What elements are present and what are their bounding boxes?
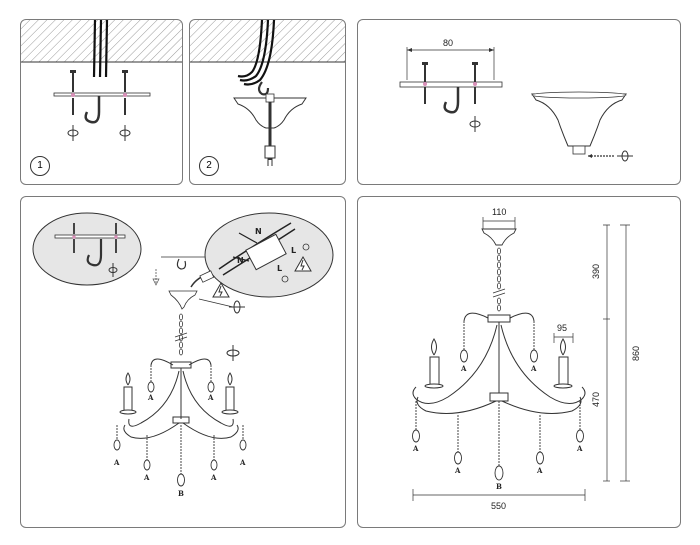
assembly-drawing: [32, 212, 334, 487]
canopy: [168, 290, 198, 310]
pendant-label-a: A: [537, 466, 543, 475]
step-1-panel: 1: [20, 19, 183, 185]
rotate-icon: [469, 116, 481, 132]
wire-label-live: L: [277, 264, 283, 273]
warning-electric-icon: [212, 281, 230, 298]
terminal-block: [199, 270, 215, 283]
step-3-panel: 80: [357, 19, 681, 185]
chain: [178, 313, 183, 356]
zoom-bubble-hook: [32, 212, 142, 286]
wire-label-live: L: [291, 246, 297, 255]
pendant-label-a: A: [577, 444, 583, 453]
pendant-label-a: A: [148, 393, 154, 402]
screw-icon: [70, 70, 76, 115]
hook-icon: [176, 258, 187, 270]
pendant-label-b: B: [496, 482, 502, 491]
rotate-icon: [617, 150, 633, 162]
earth-icon: [281, 243, 310, 283]
rotate-icon: [226, 345, 240, 361]
ceiling-hook-drawing: [21, 20, 182, 141]
terminal-block: [245, 233, 287, 271]
pendant-label-a: A: [208, 393, 214, 402]
rotate-icon: [119, 125, 131, 141]
chain: [496, 247, 501, 312]
screw-icon: [122, 70, 128, 115]
pendant-label-a: A: [240, 458, 246, 467]
warning-electric-icon: [294, 255, 312, 272]
pendant-label-a: A: [531, 364, 537, 373]
rotate-icon: [67, 125, 79, 141]
pendant-label-a: A: [455, 466, 461, 475]
canopy-width-dimension: 110: [492, 207, 507, 217]
hook-icon: [257, 81, 270, 96]
canopy-wiring-drawing: [190, 20, 345, 166]
dimensioned-chandelier-drawing: [412, 217, 630, 501]
mounting-plate: [54, 234, 126, 239]
screw-icon: [422, 62, 428, 104]
pendant-label-a: A: [413, 444, 419, 453]
mounting-plate: [53, 92, 151, 97]
chain-height-dimension: 390: [591, 263, 602, 280]
wire-label-neutral: N: [255, 227, 262, 236]
candle: [424, 338, 444, 389]
candle: [119, 372, 137, 415]
candle: [553, 338, 573, 389]
step-number-badge: 1: [30, 156, 50, 176]
pendant-label-a: A: [144, 473, 150, 482]
candle-width-dimension: 95: [557, 323, 568, 333]
mounting-plate: [399, 81, 503, 88]
rotate-icon: [108, 263, 118, 277]
body-height-dimension: 470: [591, 391, 602, 408]
chandelier-body: [412, 312, 586, 414]
crystal-pendants: [113, 365, 247, 487]
screw-icon: [72, 223, 76, 253]
plate-dimension-drawing: [399, 47, 633, 162]
step-2-panel: 2: [189, 19, 346, 185]
plate-width-dimension: 80: [443, 38, 454, 48]
total-height-dimension: 860: [631, 345, 642, 362]
pendant-label-b: B: [178, 489, 184, 498]
assembly-panel: N N L L A A A A B A A: [20, 196, 346, 528]
hook-icon: [86, 239, 103, 267]
screw-icon: [114, 223, 118, 253]
dimensions-panel: 110 95 390 470 860 550 A A A A B A A: [357, 196, 681, 528]
canopy: [531, 93, 627, 147]
step-number-badge: 2: [199, 156, 219, 176]
pendant-label-a: A: [114, 458, 120, 467]
wire-label-neutral: N: [237, 256, 244, 265]
total-width-dimension: 550: [491, 501, 507, 511]
pendant-label-a: A: [211, 473, 217, 482]
screw-icon: [472, 62, 478, 104]
crystal-pendants: [412, 321, 584, 481]
hook-icon: [84, 96, 101, 124]
pendant-label-a: A: [461, 364, 467, 373]
chandelier-body: [123, 358, 239, 439]
rotate-icon: [229, 300, 245, 314]
candle: [221, 372, 239, 415]
hook-icon: [443, 87, 460, 114]
terminal-block: [264, 145, 276, 159]
canopy: [481, 228, 517, 246]
